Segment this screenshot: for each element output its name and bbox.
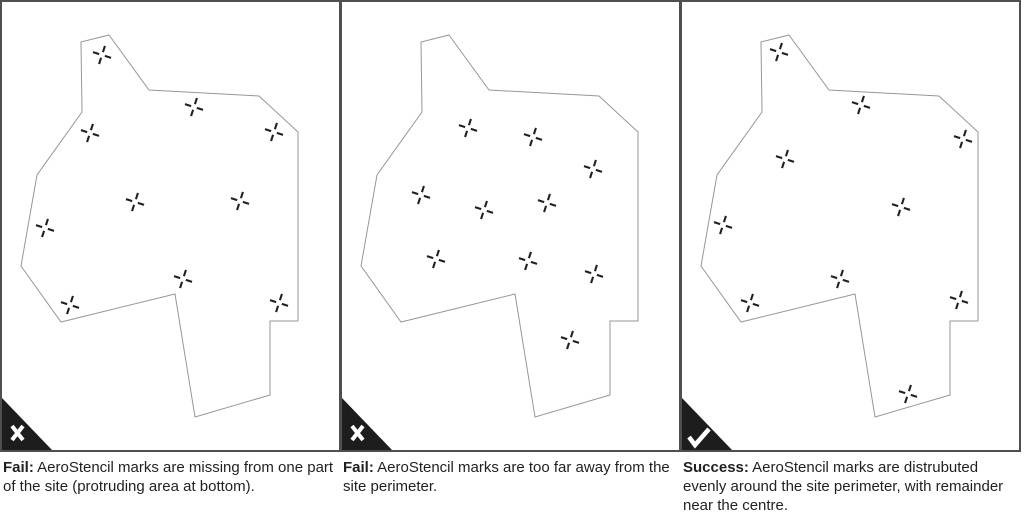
stencil-mark	[953, 129, 973, 149]
stencil-mark	[125, 192, 145, 212]
stencil-mark	[949, 290, 969, 310]
figure-captions: Fail:AeroStencil marks are missing from …	[0, 458, 1024, 515]
stencil-mark	[583, 159, 603, 179]
panel-fail-marks-too-far	[340, 0, 681, 452]
caption-lead: Success:	[683, 459, 749, 476]
stencil-mark	[230, 191, 250, 211]
stencil-mark	[891, 197, 911, 217]
stencil-mark	[80, 123, 100, 143]
stencil-mark	[518, 251, 538, 271]
panel-success-distribution	[680, 0, 1021, 452]
site-outline	[20, 34, 299, 418]
stencil-mark	[92, 45, 112, 65]
stencil-mark	[426, 249, 446, 269]
stencil-mark	[560, 330, 580, 350]
stencil-mark	[458, 118, 478, 138]
caption-lead: Fail:	[3, 459, 34, 476]
fail-badge	[2, 398, 52, 450]
caption-lead: Fail:	[343, 459, 374, 476]
stencil-mark	[411, 185, 431, 205]
caption-text: AeroStencil marks are distrubuted evenly…	[683, 459, 1004, 514]
stencil-mark	[35, 218, 55, 238]
stencil-mark	[584, 264, 604, 284]
site-outline	[360, 34, 639, 418]
stencil-mark	[898, 384, 918, 404]
stencil-mark	[769, 42, 789, 62]
stencil-mark	[851, 95, 871, 115]
success-badge	[682, 398, 732, 450]
site-map-fail-too-far	[342, 34, 639, 450]
site-map-success	[682, 34, 979, 450]
figure-panels	[0, 0, 1021, 452]
stencil-mark	[523, 127, 543, 147]
caption-fail-marks-missing: Fail:AeroStencil marks are missing from …	[0, 458, 340, 496]
stencil-mark	[269, 293, 289, 313]
caption-fail-marks-too-far: Fail:AeroStencil marks are too far away …	[340, 458, 680, 496]
stencil-mark	[537, 193, 557, 213]
fail-badge	[342, 398, 392, 450]
stencil-mark	[775, 149, 795, 169]
stencil-mark	[264, 122, 284, 142]
check-icon	[687, 427, 711, 449]
panel-fail-marks-missing	[0, 0, 341, 452]
caption-success-distribution: Success:AeroStencil marks are distrubute…	[680, 458, 1020, 515]
stencil-mark	[173, 269, 193, 289]
x-icon	[10, 424, 25, 442]
stencil-mark	[830, 269, 850, 289]
site-outline	[700, 34, 979, 418]
stencil-mark	[184, 97, 204, 117]
stencil-mark	[713, 215, 733, 235]
stencil-mark	[740, 293, 760, 313]
site-map-fail-missing	[2, 34, 299, 450]
caption-text: AeroStencil marks are missing from one p…	[3, 459, 334, 495]
stencil-mark	[60, 295, 80, 315]
stencil-mark	[474, 200, 494, 220]
x-icon	[350, 424, 365, 442]
caption-text: AeroStencil marks are too far away from …	[343, 459, 670, 495]
